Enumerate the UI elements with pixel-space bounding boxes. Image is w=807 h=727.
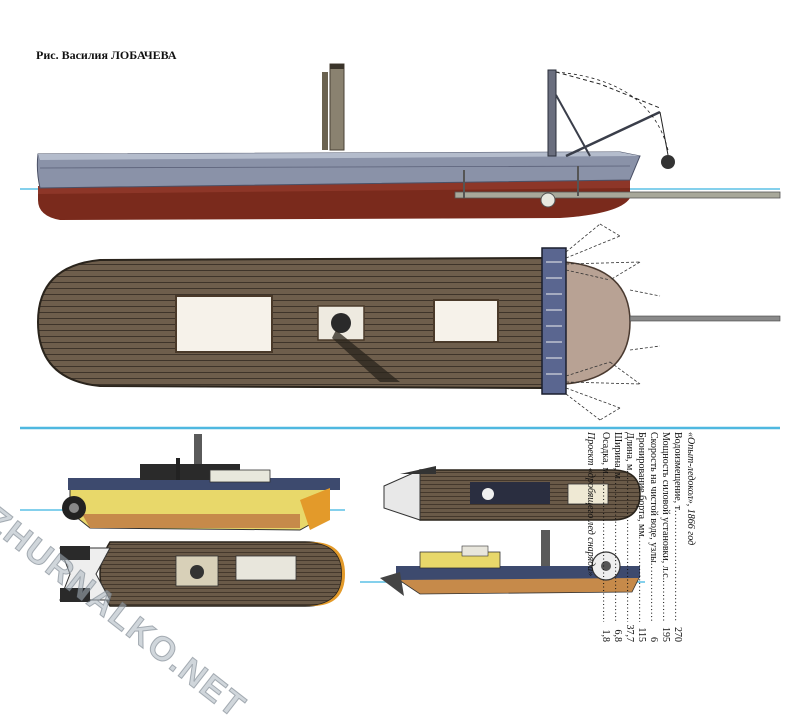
spec-row: Длина, м 37,7: [623, 432, 635, 642]
project-caption: Проект «дробящего лед снаряда»: [585, 432, 596, 577]
spec-label: Водоизмещение, т: [672, 432, 683, 511]
spec-row: Бронирование борта, мм 115: [635, 432, 647, 642]
spec-label: Мощность силовой установки, л.с.: [660, 432, 671, 581]
top-view-variant-1: [59, 541, 345, 607]
spec-label: Скорость на чистой воде, узлы: [648, 432, 659, 563]
spec-row: Осадка, м 1,8: [599, 432, 611, 642]
spec-label: Ширина, м: [612, 432, 623, 479]
spec-label: Осадка, м: [600, 432, 611, 474]
ship-illustrations: [20, 63, 781, 607]
side-view-icebreaker: [20, 63, 781, 220]
specs-title: «Опыт-ледокол», 1866 год: [685, 432, 696, 546]
spec-label: Бронирование борта, мм: [636, 432, 647, 537]
side-view-variant-1: [20, 434, 345, 531]
spec-value: 1,8: [600, 629, 611, 643]
top-view-icebreaker: [36, 223, 781, 421]
illustration-credit: Рис. Василия ЛОБАЧЕВА: [36, 48, 177, 62]
spec-row: Мощность силовой установки, л.с. 195: [659, 432, 671, 642]
spec-value: 37,7: [624, 624, 635, 643]
spec-row: Водоизмещение, т 270: [671, 432, 683, 642]
spec-value: 115: [636, 627, 647, 642]
ship-specifications: «Опыт-ледокол», 1866 год Водоизмещение, …: [585, 432, 696, 642]
spec-value: 6: [648, 637, 659, 642]
spec-value: 270: [672, 627, 683, 642]
spec-value: 6,8: [612, 629, 623, 643]
top-view-variant-2: [383, 466, 641, 521]
spec-row: Ширина, м 6,8: [611, 432, 623, 642]
spec-row: Скорость на чистой воде, узлы 6: [647, 432, 659, 642]
spec-label: Длина, м: [624, 432, 635, 471]
spec-value: 195: [660, 627, 671, 642]
